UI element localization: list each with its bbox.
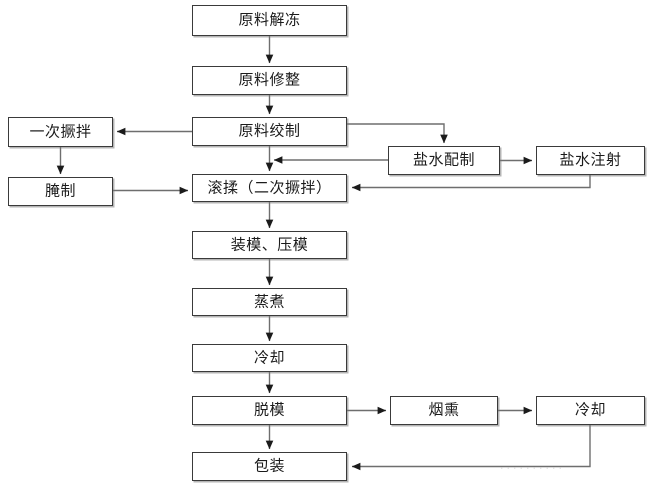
edge-yuanliaojiaozhi-to-yanshuipeizhi — [347, 123, 448, 144]
watermark-text: ·········· — [500, 462, 565, 475]
node-lengque-2[interactable]: 冷却 — [536, 396, 645, 425]
node-label: 滚揉（二次撅拌） — [207, 178, 332, 196]
node-label: 原料修整 — [238, 70, 301, 89]
node-yicijiaoban[interactable]: 一次撅拌 — [8, 117, 113, 147]
node-yanshuipeizhi[interactable]: 盐水配制 — [388, 146, 500, 175]
node-label: 冷却 — [574, 400, 606, 419]
node-zhuangmo-yamo[interactable]: 装模、压模 — [192, 231, 347, 259]
node-label: 冷却 — [253, 348, 285, 366]
node-label: 原料解冻 — [238, 10, 301, 29]
node-zhengzhu[interactable]: 蒸煮 — [192, 288, 347, 316]
node-yuanliaojiedong[interactable]: 原料解冻 — [192, 5, 347, 36]
node-label: 脱模 — [253, 400, 285, 419]
edge-yanshuizhushe-to-gunrou — [351, 175, 591, 192]
node-yuanliaoxiuzheng[interactable]: 原料修整 — [192, 66, 347, 95]
node-yanxun[interactable]: 烟熏 — [390, 396, 498, 425]
node-tuomo[interactable]: 脱模 — [192, 396, 347, 425]
edge-lengque2-to-baozhuang — [351, 425, 591, 471]
node-label: 原料绞制 — [238, 121, 301, 140]
node-yanshuizhushe[interactable]: 盐水注射 — [536, 146, 645, 175]
node-label: 腌制 — [44, 181, 76, 200]
node-gunrou-ercijiaoban[interactable]: 滚揉（二次撅拌） — [192, 174, 347, 202]
node-baozhuang[interactable]: 包装 — [192, 452, 347, 481]
node-label: 包装 — [253, 456, 285, 475]
node-label: 装模、压模 — [230, 235, 309, 253]
node-label: 一次撅拌 — [29, 122, 92, 140]
node-lengque[interactable]: 冷却 — [192, 344, 347, 372]
node-label: 蒸煮 — [253, 292, 285, 310]
node-label: 盐水配制 — [412, 150, 475, 169]
node-yanzhi[interactable]: 腌制 — [8, 177, 113, 206]
node-label: 烟熏 — [428, 400, 460, 419]
node-yuanliaojiaozhi[interactable]: 原料绞制 — [192, 117, 347, 146]
node-label: 盐水注射 — [559, 150, 622, 169]
